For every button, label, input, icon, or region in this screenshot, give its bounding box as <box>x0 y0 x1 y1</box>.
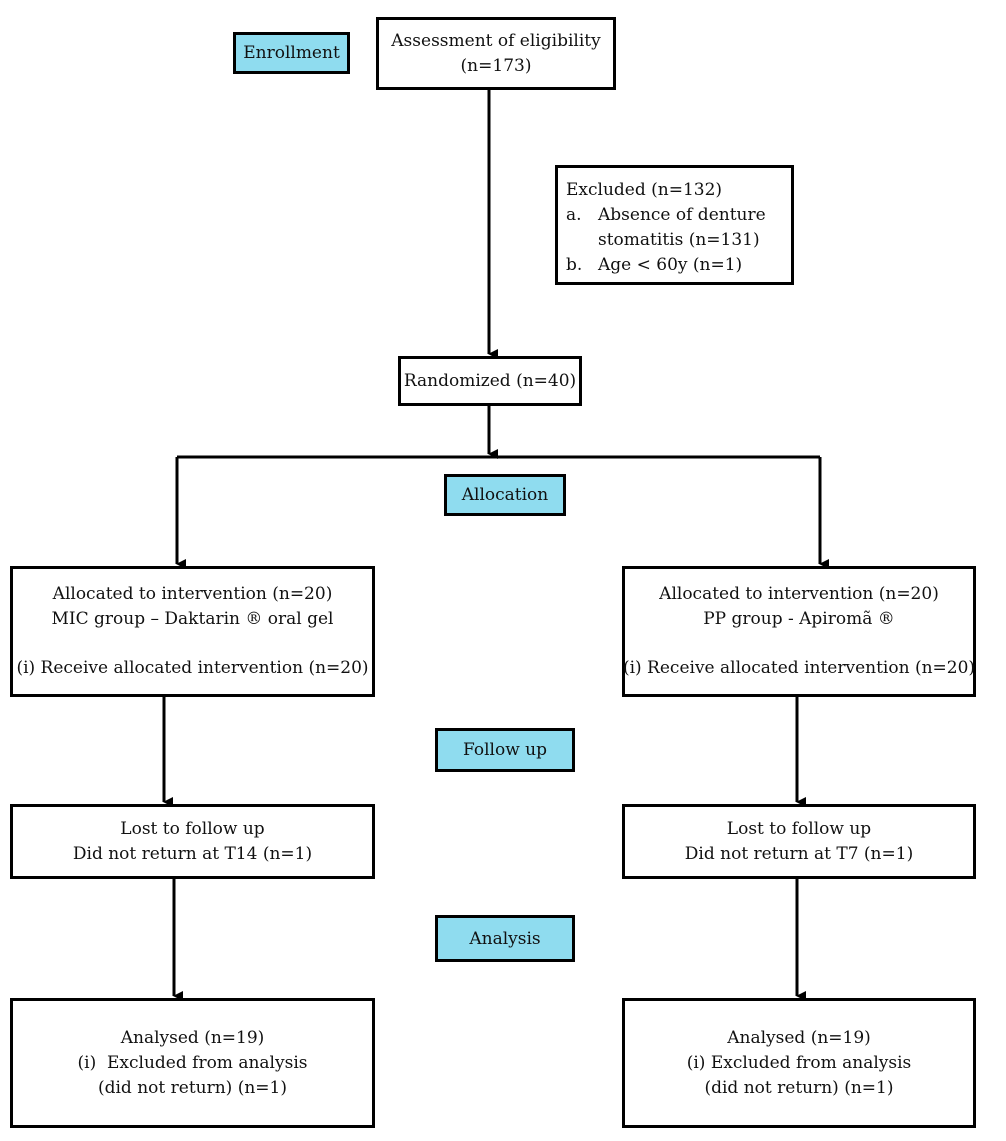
right-analysed: Analysed (n=19) <box>727 1027 871 1048</box>
excluded-item-a-line2: stomatitis (n=131) <box>598 230 760 250</box>
right-did-not-return: (did not return) (n=1) <box>704 1077 894 1098</box>
stage-enrollment: Enrollment <box>233 32 350 74</box>
box-right-analysed: Analysed (n=19) (i) Excluded from analys… <box>622 998 976 1128</box>
box-left-allocated: Allocated to intervention (n=20) MIC gro… <box>10 566 375 697</box>
stage-follow-up-label: Follow up <box>463 740 547 760</box>
box-left-analysed: Analysed (n=19) (i) Excluded from analys… <box>10 998 375 1128</box>
right-group: PP group - Apiromã ® <box>703 609 895 629</box>
stage-allocation: Allocation <box>444 474 566 516</box>
excluded-item-a-line1: Absence of denture <box>598 205 766 225</box>
box-excluded: Excluded (n=132) a. Absence of denture s… <box>555 165 794 285</box>
stage-follow-up: Follow up <box>435 728 575 772</box>
stage-enrollment-label: Enrollment <box>243 43 340 63</box>
left-group-label: MIC group – Daktarin ® oral gel <box>51 609 334 629</box>
right-allocated-count: Allocated to intervention (n=20) <box>659 584 939 604</box>
left-group: MIC group – Daktarin ® oral gel <box>52 607 334 632</box>
box-right-allocated: Allocated to intervention (n=20) PP grou… <box>622 566 976 697</box>
box-left-lost: Lost to follow up Did not return at T14 … <box>10 804 375 879</box>
stage-analysis-label: Analysis <box>469 928 541 949</box>
box-randomized: Randomized (n=40) <box>398 356 582 406</box>
box-eligibility: Assessment of eligibility (n=173) <box>376 17 616 90</box>
left-did-not-return: (did not return) (n=1) <box>97 1077 287 1098</box>
excluded-item-b-line: Age < 60y (n=1) <box>598 255 743 275</box>
box-right-lost: Lost to follow up Did not return at T7 (… <box>622 804 976 879</box>
left-allocated-count: Allocated to intervention (n=20) <box>52 584 333 604</box>
left-analysed: Analysed (n=19) <box>120 1027 265 1048</box>
eligibility-title: Assessment of eligibility <box>391 30 601 51</box>
eligibility-count: (n=173) <box>460 55 532 76</box>
left-excluded-analysis: (i) Excluded from analysis <box>77 1052 308 1073</box>
excluded-title: Excluded (n=132) <box>566 180 723 200</box>
right-lost-detail: Did not return at T7 (n=1) <box>684 843 914 864</box>
right-excluded-analysis: (i) Excluded from analysis <box>686 1052 912 1073</box>
left-lost-title: Lost to follow up <box>120 818 265 839</box>
excluded-item-b-marker: b. <box>566 255 583 275</box>
stage-allocation-label: Allocation <box>461 485 549 505</box>
excluded-item-a: a. Absence of denture stomatitis (n=131) <box>566 203 766 253</box>
excluded-item-a-marker: a. <box>566 205 582 225</box>
left-received: (i) Receive allocated intervention (n=20… <box>16 658 369 678</box>
right-lost-title: Lost to follow up <box>726 818 872 839</box>
excluded-item-b: b. Age < 60y (n=1) <box>566 253 742 278</box>
randomized-label: Randomized (n=40) <box>403 370 577 391</box>
left-lost-detail: Did not return at T14 (n=1) <box>72 843 313 864</box>
right-received: (i) Receive allocated intervention (n=20… <box>622 658 976 678</box>
stage-analysis: Analysis <box>435 915 575 962</box>
